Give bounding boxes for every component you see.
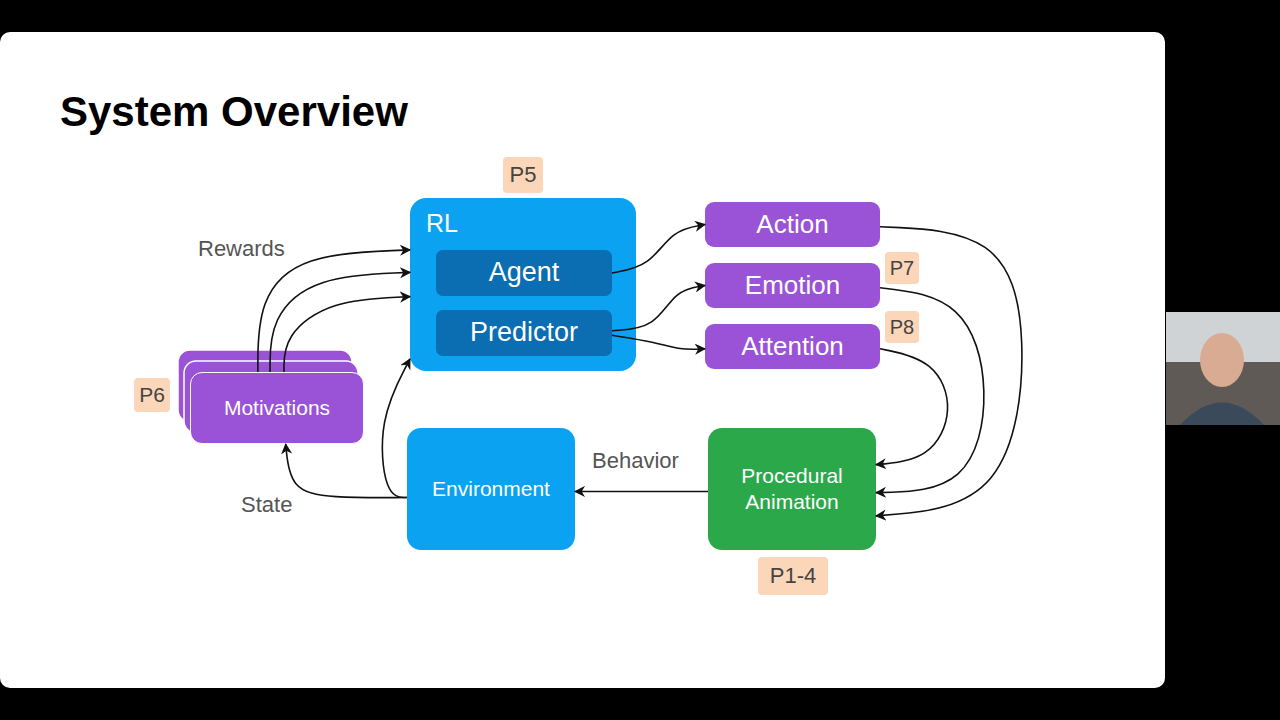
process-box: Attention	[705, 324, 880, 369]
callout-number: P5	[503, 157, 543, 193]
connector-arrow	[284, 297, 410, 372]
sub-box: Agent	[436, 250, 612, 296]
process-box: Motivations	[190, 372, 364, 444]
connector-arrow	[876, 288, 984, 493]
webcam-face	[1200, 333, 1244, 387]
callout-number: P6	[134, 378, 170, 412]
node-label: Environment	[432, 476, 550, 502]
webcam-shoulders	[1180, 403, 1264, 426]
callout-number: P7	[885, 252, 919, 284]
sub-box: Predictor	[436, 310, 612, 356]
edge-label: Rewards	[198, 236, 285, 262]
node-label: RL	[426, 208, 458, 239]
connector-arrow	[876, 349, 948, 465]
process-box: Emotion	[705, 263, 880, 308]
connector-arrow	[286, 444, 407, 498]
node-label: Agent	[489, 256, 560, 290]
node-label: Attention	[741, 330, 844, 363]
connector-arrow	[612, 286, 705, 331]
connector-arrow	[876, 227, 1022, 516]
process-box: Environment	[407, 428, 575, 550]
node-label: Motivations	[224, 395, 330, 421]
process-box: Procedural Animation	[708, 428, 876, 550]
webcam-frame	[1166, 312, 1280, 425]
connector-arrow	[612, 225, 705, 274]
connector-arrow	[575, 491, 708, 493]
connector-arrow	[382, 359, 410, 498]
node-label: Predictor	[470, 316, 578, 350]
slide-panel	[0, 32, 1165, 688]
connector-arrow	[270, 272, 410, 372]
connector-arrow	[612, 335, 705, 349]
connector-arrow	[258, 250, 410, 372]
node-label: Action	[756, 208, 828, 241]
callout-number: P1-4	[758, 557, 828, 595]
callout-number: P8	[885, 311, 919, 343]
node-label: Procedural Animation	[726, 463, 858, 516]
edge-label: Behavior	[592, 448, 679, 474]
process-box: Action	[705, 202, 880, 247]
edge-label: State	[241, 492, 292, 518]
slide-title: System Overview	[60, 88, 408, 136]
process-box: RL AgentPredictor	[410, 198, 636, 371]
node-label: Emotion	[745, 269, 840, 302]
